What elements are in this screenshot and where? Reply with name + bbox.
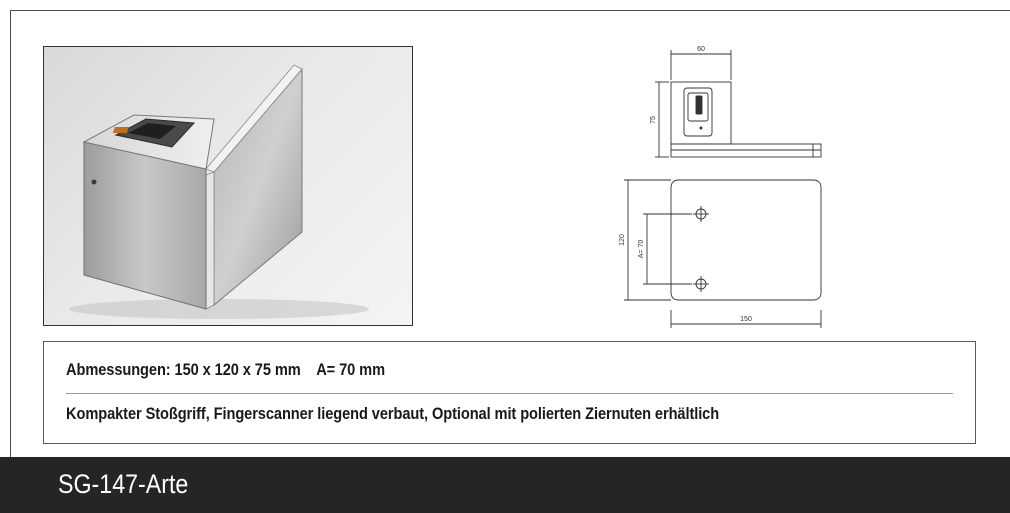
content-frame: [10, 10, 1010, 457]
dimensions-text: Abmessungen: 150 x 120 x 75 mm: [66, 360, 301, 379]
product-photo: [43, 46, 413, 326]
description-box: Abmessungen: 150 x 120 x 75 mm A= 70 mm K…: [43, 341, 976, 444]
footer-bar: SG-147-Arte: [0, 457, 1010, 513]
dim-height: 75: [650, 116, 657, 124]
dimensions-line: Abmessungen: 150 x 120 x 75 mm A= 70 mm: [66, 360, 385, 380]
a-value-text: A= 70 mm: [316, 360, 385, 379]
technical-drawing: 60 75 120 A= 70 150: [600, 40, 840, 340]
divider: [66, 393, 953, 394]
technical-drawing-svg: 60 75 120 A= 70 150: [619, 46, 822, 328]
product-photo-illustration: [69, 64, 369, 319]
dim-plate-height: 120: [619, 234, 626, 246]
product-title: SG-147-Arte: [58, 469, 189, 499]
dim-hole-distance: A= 70: [638, 240, 645, 259]
description-text: Kompakter Stoßgriff, Fingerscanner liege…: [66, 404, 720, 423]
dim-top-width: 60: [697, 46, 705, 53]
dim-plate-width: 150: [740, 316, 752, 323]
